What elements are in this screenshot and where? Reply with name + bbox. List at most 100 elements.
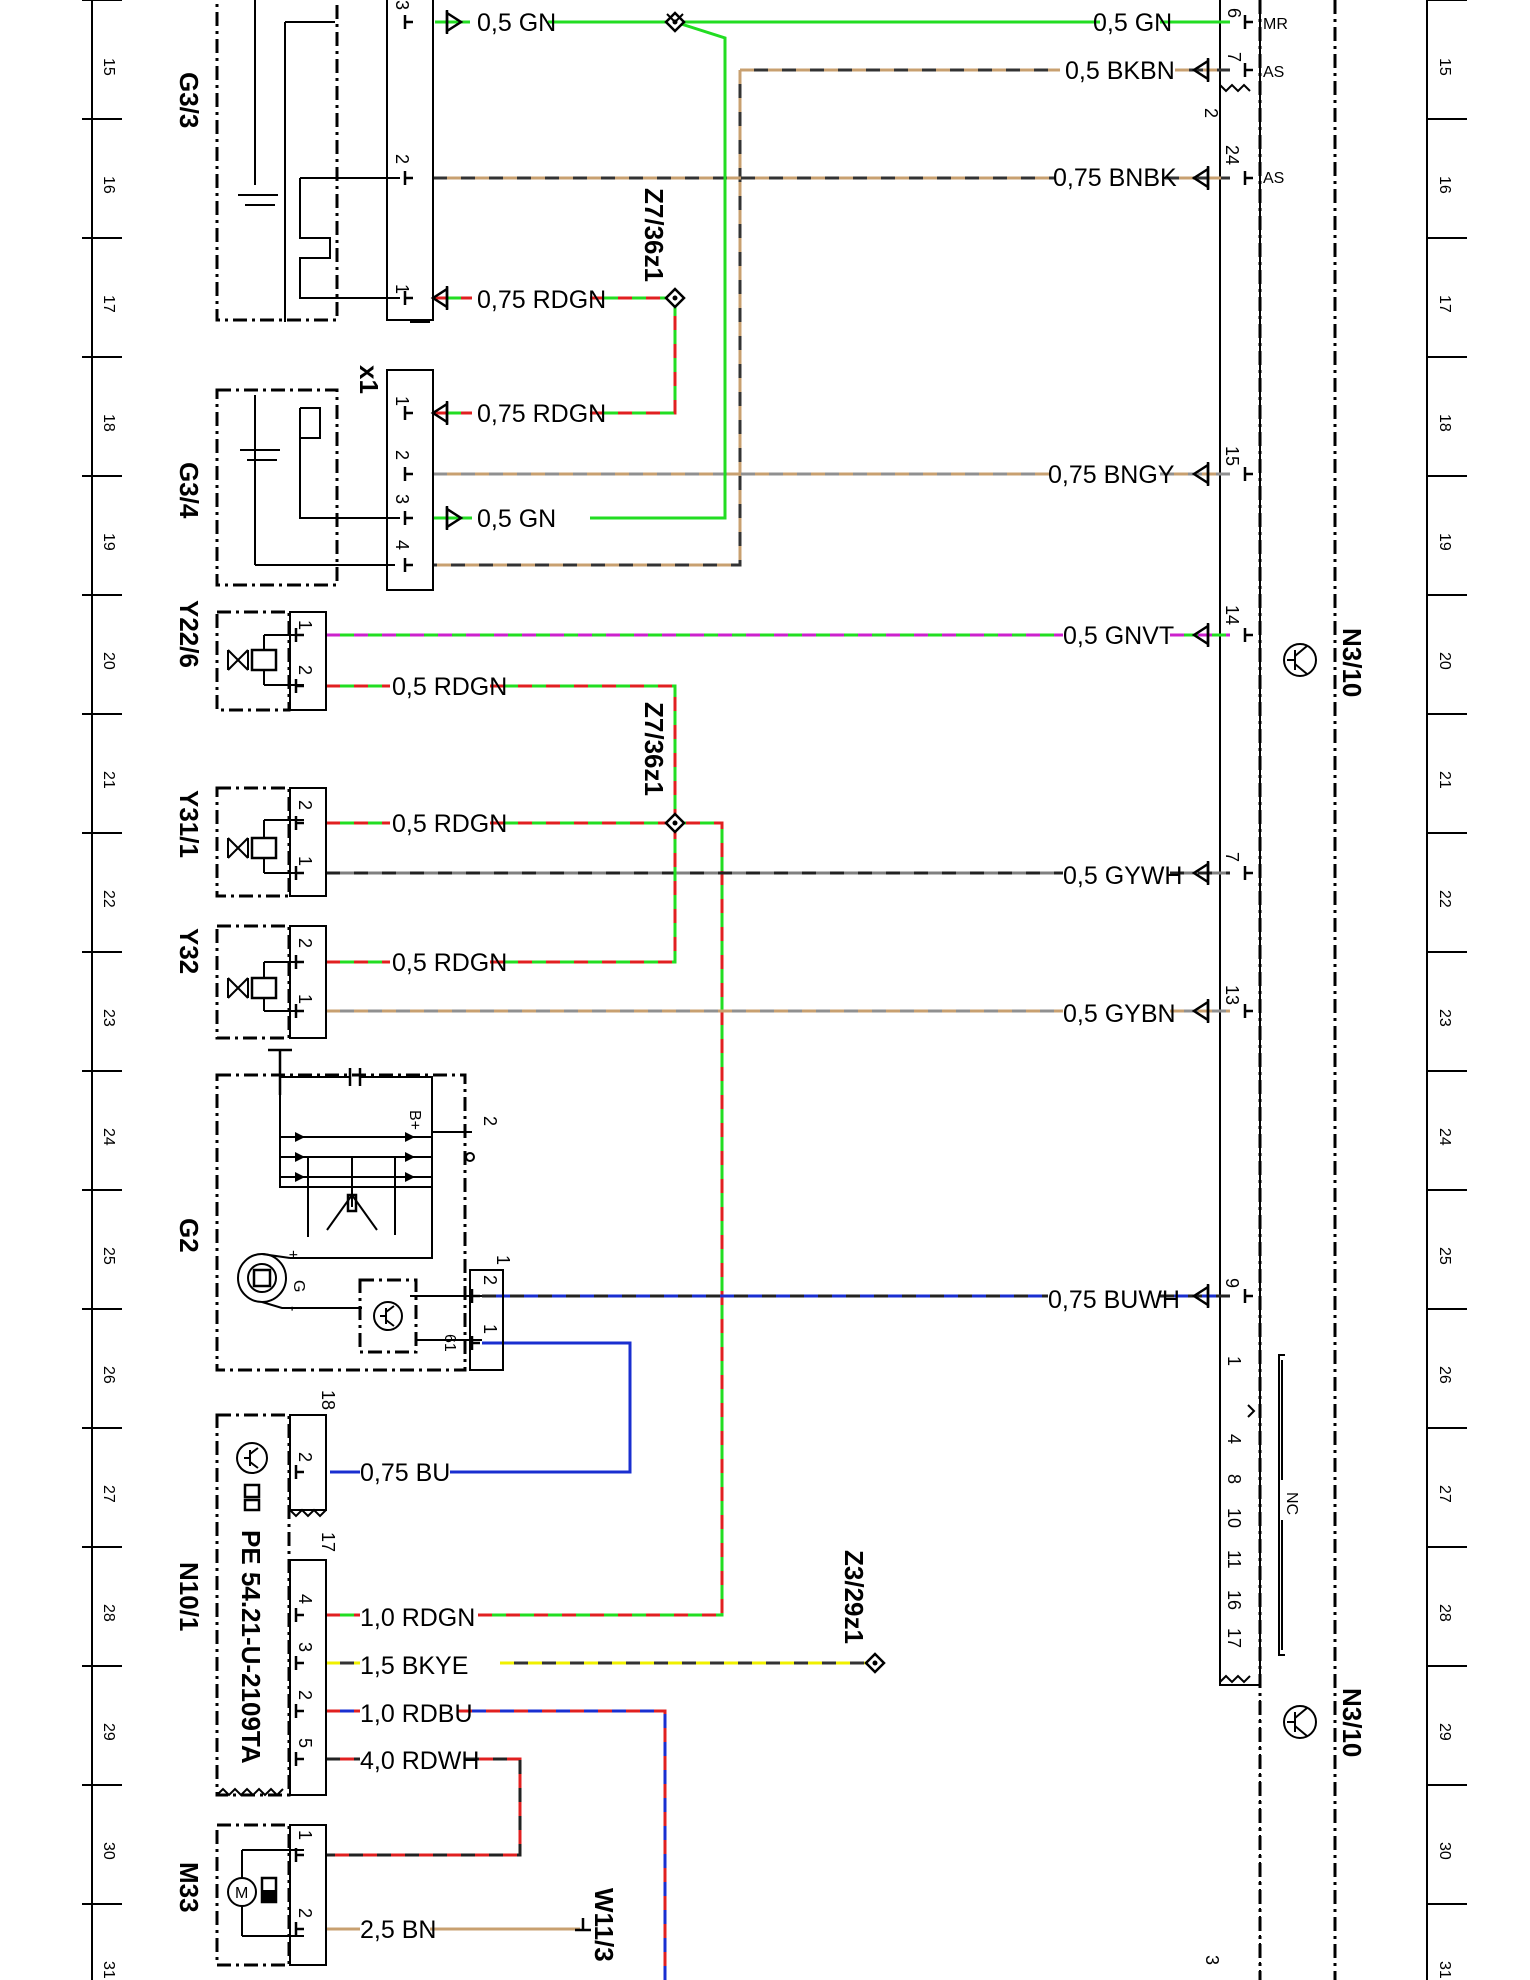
grid-number: 16 [100,176,117,194]
splice-labels: Z7/36z1 Z7/36z1 Z3/29z1 W11/3 [575,13,869,1962]
pin-number: 6 [1224,8,1244,18]
wire-label: 0,5 GNVT [1063,622,1174,650]
pin-socket [403,15,413,29]
pin-number: 1 [295,994,315,1004]
pin-number: 17 [318,1532,338,1552]
pin-number: 2 [480,1116,500,1126]
grid-number: 24 [1436,1128,1453,1146]
wire-w3 [433,68,1230,567]
wire-label: 0,75 BNBK [1053,164,1177,192]
n3-10-pin-numbers: 6 7 2 24 15 14 7 13 9 1 4 8 10 11 16 17 … [1201,8,1288,1965]
wire-label: 0,75 RDGN [477,400,606,428]
wire-label: 1,0 RDGN [360,1604,475,1632]
wire-label: 0,5 GYWH [1063,862,1182,890]
wire-label: 4,0 RDWH [360,1747,479,1775]
pin-socket [1243,15,1253,29]
wire-w16 [330,1341,632,1474]
pin-number: 5 [295,1738,315,1748]
pin-number: 1 [295,620,315,630]
wire-label: 2,5 BN [360,1916,436,1944]
g3-4-sensor: G3/4 x1 1 2 3 4 [174,365,434,591]
grid-number: 19 [100,533,117,551]
n3-10-connector: N3/10 N3/10 NC [1219,0,1367,1980]
pin-number: 4 [392,540,412,550]
pin-tag: MR [1263,16,1288,33]
wire-w11 [326,821,724,1617]
terminal-mark: G [290,1280,307,1292]
pin-number: 10 [1224,1508,1244,1528]
pin-number: 1 [392,284,412,294]
pin-socket [1243,628,1253,642]
wire-label: 0,5 GN [477,505,556,533]
pin-socket [294,1922,304,1936]
y31-1-valve: Y31/1 2 1 [174,786,327,898]
pin-number: 2 [295,1452,315,1462]
wire-label: 0,5 GN [477,9,556,37]
pin-socket [294,1465,304,1479]
grid-number: 26 [100,1366,117,1384]
pin-number: 15 [1222,446,1242,466]
grid-number: 15 [100,58,117,76]
pin-number: 1 [295,1830,315,1840]
wire-label: 0,75 RDGN [477,286,606,314]
grid-number: 31 [1436,1961,1453,1979]
component-label: Y31/1 [174,790,204,858]
splice-label: Z7/36z1 [639,702,669,796]
wire-label: 0,5 RDGN [392,810,507,838]
grid-number: 29 [1436,1723,1453,1741]
wire-label: 0,5 RDGN [392,673,507,701]
motor-m-symbol: M [235,1885,248,1902]
wire-label: 0,5 RDGN [392,949,507,977]
pin-number: 17 [1224,1628,1244,1648]
grid-number: 21 [1436,771,1453,789]
pin-number: 1 [480,1324,500,1334]
grid-number: 17 [1436,295,1453,313]
part-code-label: PE 54.21-U-2109TA [236,1530,266,1764]
pin-number: 7 [1222,852,1242,862]
grid-number: 25 [1436,1247,1453,1265]
wire-label: 0,5 GN [1093,9,1172,37]
wire-label: 0,75 BU [360,1459,450,1487]
g3-3-sensor: G3/3 3 2 1 [174,0,434,323]
pin-number: 2 [295,1908,315,1918]
ground-label: W11/3 [589,1888,619,1962]
pin-number: 2 [392,450,412,460]
grid-number: 23 [100,1009,117,1027]
pin-socket [403,467,413,481]
terminal-mark: - [284,1306,301,1311]
terminal-mark: B+ [406,1110,423,1130]
wire-label: 0,75 BUWH [1048,1286,1180,1314]
pin-number: 2 [1201,108,1221,118]
pin-number: 14 [1222,605,1242,625]
grid-number: 25 [100,1247,117,1265]
pin-tag: AS [1263,170,1284,187]
wire-w6-stripe [433,298,677,415]
wire-w13 [326,823,677,964]
pin-socket [403,558,413,572]
component-label: G2 [174,1218,204,1253]
pin-number: 9 [1222,1278,1242,1288]
pin-socket [294,1656,304,1670]
splice-dot [872,1660,878,1666]
component-label: G3/4 [174,462,204,519]
grid-number: 24 [100,1128,117,1146]
grid-number: 26 [1436,1366,1453,1384]
pin-number: 1 [295,856,315,866]
grid-number: 18 [1436,414,1453,432]
grid-number: 15 [1436,58,1453,76]
m33-motor: M M33 1 2 [174,1823,327,1967]
pin-number: 2 [295,800,315,810]
wire-labels: 0,5 GN 0,5 GN 0,5 BKBN 0,75 BNBK 0,75 RD… [360,9,1182,1944]
pin-socket [1243,63,1253,77]
component-label: Y32 [174,928,204,974]
pin-socket [1243,171,1253,185]
component-label: M33 [174,1862,204,1913]
connector-label: x1 [354,365,384,394]
grid-number: 28 [1436,1604,1453,1622]
pin-number: 1 [1224,1356,1244,1366]
pin-socket [1243,866,1253,880]
grid-number: 28 [100,1604,117,1622]
pin-number: 3 [392,0,412,10]
pin-socket [403,406,413,420]
